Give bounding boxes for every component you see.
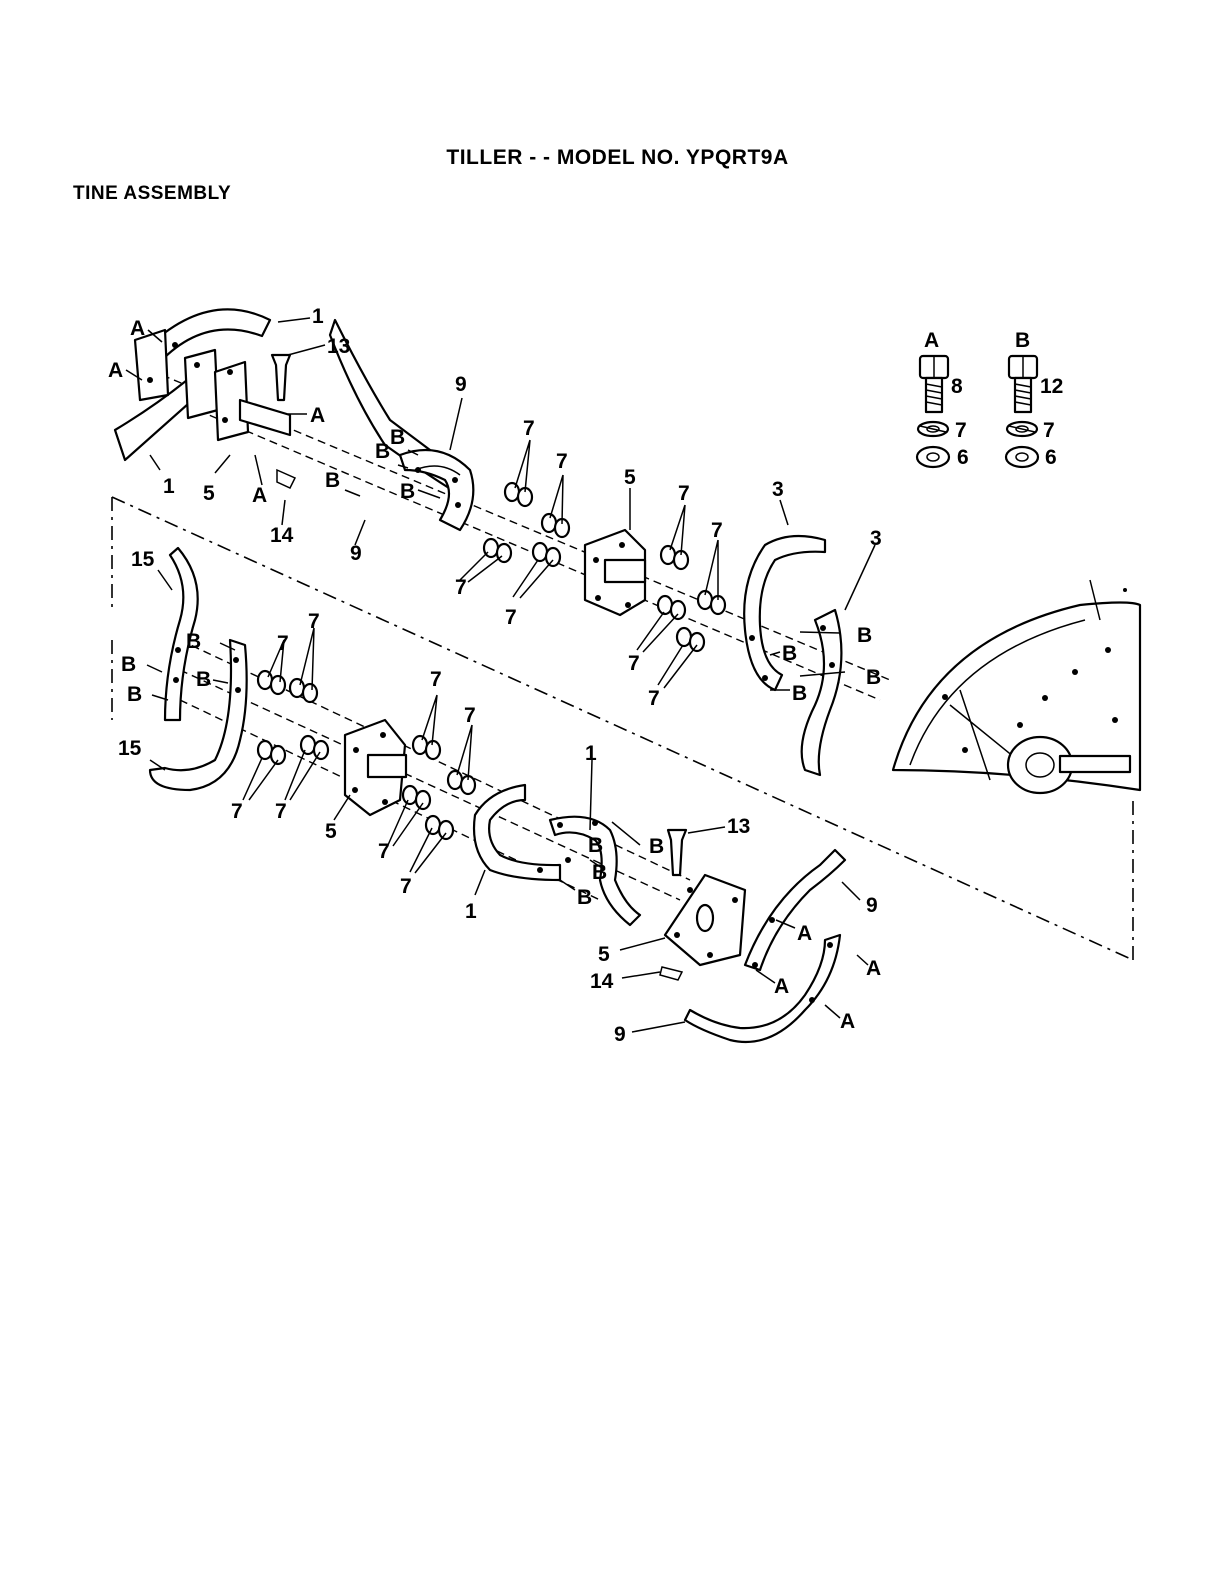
flange-plate-left (135, 330, 168, 400)
callout-13: 13 (327, 335, 350, 358)
callout-b: B (186, 630, 201, 653)
callout-5: 5 (598, 943, 610, 966)
hardware-legend: A B 8 7 6 12 (917, 329, 1063, 469)
callout-7: 7 (464, 704, 476, 727)
callout-b: B (325, 469, 340, 492)
callout-13: 13 (727, 815, 750, 838)
bolt-a-icon (920, 356, 948, 412)
callout-b: B (592, 861, 607, 884)
callout-7: 7 (430, 668, 442, 691)
callout-1: 1 (465, 900, 477, 923)
nut-b-icon (1006, 447, 1038, 467)
legend-a-nut-number: 6 (957, 446, 969, 469)
callout-7: 7 (678, 482, 690, 505)
callout-7: 7 (308, 610, 320, 633)
callout-a: A (252, 484, 267, 507)
nut-a-icon (917, 447, 949, 467)
callout-b: B (649, 835, 664, 858)
callout-b: B (375, 440, 390, 463)
callout-a: A (797, 922, 812, 945)
tiller-housing (893, 580, 1140, 793)
legend-a-lockwasher-number: 7 (955, 419, 967, 442)
pin-13-upper (272, 355, 290, 400)
callout-1: 1 (585, 742, 597, 765)
callout-7: 7 (400, 875, 412, 898)
callout-7: 7 (455, 576, 467, 599)
lower-tine-set (150, 548, 845, 1042)
callout-1: 1 (312, 305, 324, 328)
callout-a: A (774, 975, 789, 998)
callout-a: A (310, 404, 325, 427)
callout-1: 1 (163, 475, 175, 498)
callout-b: B (588, 834, 603, 857)
callout-9: 9 (614, 1023, 626, 1046)
callout-5: 5 (325, 820, 337, 843)
legend-b-nut-number: 6 (1045, 446, 1057, 469)
legend-b-bolt-number: 12 (1040, 375, 1063, 398)
callout-7: 7 (648, 687, 660, 710)
callout-7: 7 (275, 800, 287, 823)
callout-7: 7 (556, 450, 568, 473)
callout-7: 7 (277, 632, 289, 655)
callout-b: B (390, 426, 405, 449)
callout-9: 9 (350, 542, 362, 565)
legend-b-lockwasher-number: 7 (1043, 419, 1055, 442)
callout-a: A (866, 957, 881, 980)
callout-b: B (196, 668, 211, 691)
callout-9: 9 (455, 373, 467, 396)
callout-a: A (840, 1010, 855, 1033)
callout-3: 3 (772, 478, 784, 501)
callout-b: B (782, 642, 797, 665)
callout-5: 5 (203, 482, 215, 505)
callout-7: 7 (711, 519, 723, 542)
callout-3: 3 (870, 527, 882, 550)
legend-a-bolt-number: 8 (951, 375, 963, 398)
callout-7: 7 (505, 606, 517, 629)
pin-13-lower (668, 830, 686, 875)
legend-b-label: B (1015, 329, 1030, 352)
callout-7: 7 (628, 652, 640, 675)
callout-9: 9 (866, 894, 878, 917)
callout-a: A (130, 317, 145, 340)
callout-7: 7 (378, 840, 390, 863)
clip-14-upper (277, 470, 295, 488)
callout-b: B (121, 653, 136, 676)
bolt-b-icon (1009, 356, 1037, 412)
callout-b: B (127, 683, 142, 706)
upper-tine-set (115, 309, 841, 775)
tine-3-b (802, 610, 842, 775)
lockwasher-b-icon (1007, 422, 1037, 436)
callout-15: 15 (131, 548, 155, 571)
legend-a-label: A (924, 329, 939, 352)
callout-5: 5 (624, 466, 636, 489)
clip-14-lower (660, 967, 682, 980)
callout-14: 14 (270, 524, 294, 547)
callout-15: 15 (118, 737, 142, 760)
callout-7: 7 (523, 417, 535, 440)
flange-plate-mid (185, 350, 218, 418)
callout-a: A (108, 359, 123, 382)
tine-3-a (744, 536, 825, 690)
callout-b: B (792, 682, 807, 705)
lockwasher-a-icon (918, 422, 948, 436)
callout-b: B (400, 480, 415, 503)
callout-14: 14 (590, 970, 614, 993)
callout-b: B (857, 624, 872, 647)
callout-b: B (866, 666, 881, 689)
callout-b: B (577, 886, 592, 909)
callout-7: 7 (231, 800, 243, 823)
tine-1-lower-a (474, 785, 560, 880)
